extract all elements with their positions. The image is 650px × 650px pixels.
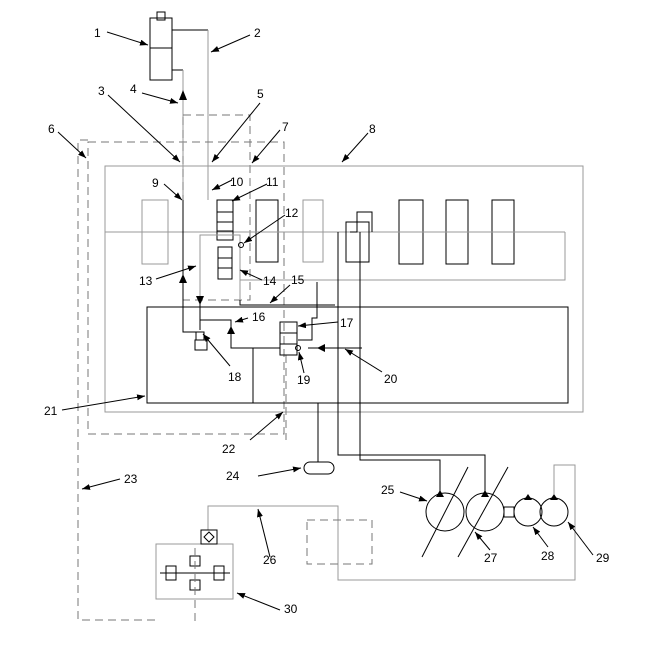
hydraulic-cylinder	[149, 11, 209, 200]
callout-6: 6	[48, 122, 55, 136]
callout-11: 11	[266, 175, 279, 189]
callout-13: 13	[139, 274, 153, 288]
callout-labels: 1 2 3 4 5 6 7 8 9 10 11 12 13 14 15 16 1…	[44, 26, 610, 616]
callout-17: 17	[340, 316, 354, 330]
dashed-boundary-6	[87, 141, 285, 435]
callout-3: 3	[98, 84, 105, 98]
callout-23: 23	[124, 472, 138, 486]
callout-9: 9	[152, 176, 159, 190]
callout-16: 16	[252, 310, 266, 324]
callout-5: 5	[257, 87, 264, 101]
callout-25: 25	[381, 483, 395, 497]
callout-30: 30	[284, 602, 298, 616]
callout-21: 21	[44, 404, 58, 418]
callout-27: 27	[484, 551, 498, 565]
pump-group	[207, 464, 576, 581]
callout-24: 24	[226, 469, 240, 483]
callout-7: 7	[282, 120, 289, 134]
frame-8	[104, 165, 584, 413]
callout-10: 10	[230, 175, 244, 189]
callout-8: 8	[369, 122, 376, 136]
frame-21	[146, 306, 569, 404]
bank-blocks	[105, 199, 566, 281]
callout-19: 19	[297, 373, 311, 387]
callout-22: 22	[222, 442, 236, 456]
callout-1: 1	[94, 26, 101, 40]
callout-12: 12	[285, 206, 299, 220]
reservoir-tank	[303, 461, 335, 475]
callout-14: 14	[263, 274, 277, 288]
callout-18: 18	[228, 370, 242, 384]
callout-15: 15	[291, 273, 305, 287]
control-valve	[199, 199, 244, 300]
callout-28: 28	[541, 549, 555, 563]
dashed-boundary-23	[77, 139, 155, 621]
dashed-boundary-5	[182, 114, 251, 301]
callout-4: 4	[130, 82, 137, 96]
pilot-valve-block	[155, 529, 234, 625]
callout-29: 29	[596, 551, 610, 565]
callout-2: 2	[254, 26, 261, 40]
callout-26: 26	[263, 553, 277, 567]
hydraulic-lines	[179, 200, 486, 497]
callout-leaders	[57, 31, 594, 611]
callout-20: 20	[384, 372, 398, 386]
